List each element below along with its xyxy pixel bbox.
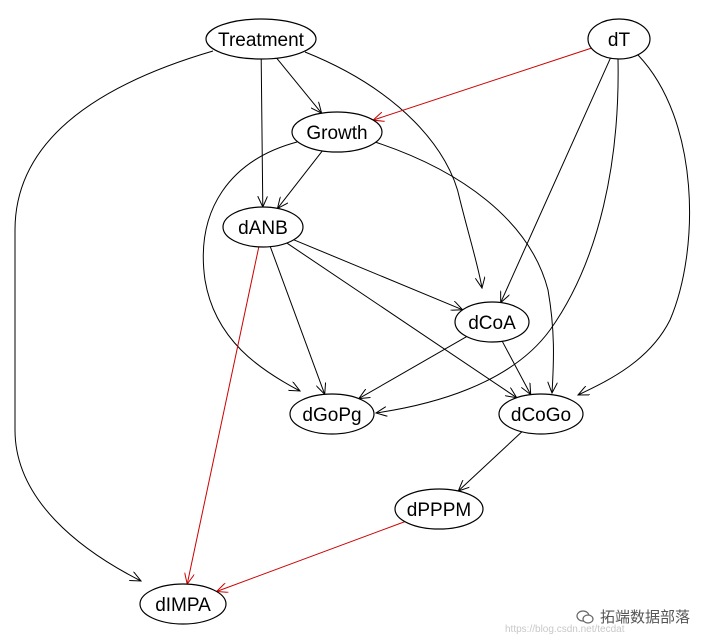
node-label: dCoGo <box>511 405 571 426</box>
edge-treatment-to-danb <box>261 58 263 207</box>
edge-treatment-to-dimpa <box>14 50 214 581</box>
node-ellipse <box>222 206 304 248</box>
edge-growth-to-dcogo <box>374 141 553 393</box>
node-ellipse <box>139 583 227 625</box>
edge-dt-to-dgopg <box>376 58 619 413</box>
watermark: 拓端数据部落 <box>576 606 690 627</box>
node-label: dANB <box>238 218 288 239</box>
edges-layer <box>14 47 691 592</box>
edge-treatment-to-growth <box>276 57 322 113</box>
edge-danb-to-dcogo <box>286 242 517 398</box>
edge-dt-to-dcoa <box>501 57 611 302</box>
watermark-url: https://blog.csdn.net/tecdat <box>505 624 625 635</box>
watermark-label: 拓端数据部落 <box>599 608 690 626</box>
edge-danb-to-dgopg <box>269 246 324 395</box>
edge-danb-to-dimpa <box>187 246 260 584</box>
edge-dt-to-growth <box>373 47 592 120</box>
node-treatment: Treatment <box>205 18 317 60</box>
node-danb: dANB <box>222 206 304 248</box>
node-growth: Growth <box>291 111 383 153</box>
edge-dcoa-to-dgopg <box>359 336 467 399</box>
node-label: dIMPA <box>155 595 211 616</box>
edge-dcoa-to-dcogo <box>501 340 531 394</box>
node-dpppm: dPPPM <box>394 488 484 530</box>
node-ellipse <box>454 301 530 343</box>
node-ellipse <box>289 393 375 435</box>
nodes-layer: Treatment dT Growth dANB dCoA dGoPg dCoGo dPPPM… <box>139 18 651 625</box>
node-label: dGoPg <box>302 405 361 426</box>
node-dgopg: dGoPg <box>289 393 375 435</box>
wechat-icon <box>576 609 594 624</box>
node-label: Treatment <box>218 30 305 51</box>
node-label: dCoA <box>468 313 516 334</box>
node-ellipse <box>205 18 317 60</box>
edge-dpppm-to-dimpa <box>217 521 406 592</box>
edge-dt-to-dcogo <box>578 54 691 395</box>
node-label: dT <box>608 30 631 51</box>
edge-growth-to-danb <box>278 150 323 209</box>
node-label: Growth <box>306 123 367 144</box>
node-label: dPPPM <box>407 500 471 521</box>
node-dt: dT <box>587 18 651 60</box>
edge-treatment-to-dcoa <box>304 51 482 288</box>
edge-growth-to-dgopg <box>202 141 300 391</box>
node-dcoa: dCoA <box>454 301 530 343</box>
node-dimpa: dIMPA <box>139 583 227 625</box>
node-ellipse <box>394 488 484 530</box>
edge-dcogo-to-dpppm <box>458 431 523 491</box>
node-dcogo: dCoGo <box>498 393 584 435</box>
node-ellipse <box>498 393 584 435</box>
node-ellipse <box>587 18 651 60</box>
node-ellipse <box>291 111 383 153</box>
edge-danb-to-dcoa <box>293 239 463 310</box>
